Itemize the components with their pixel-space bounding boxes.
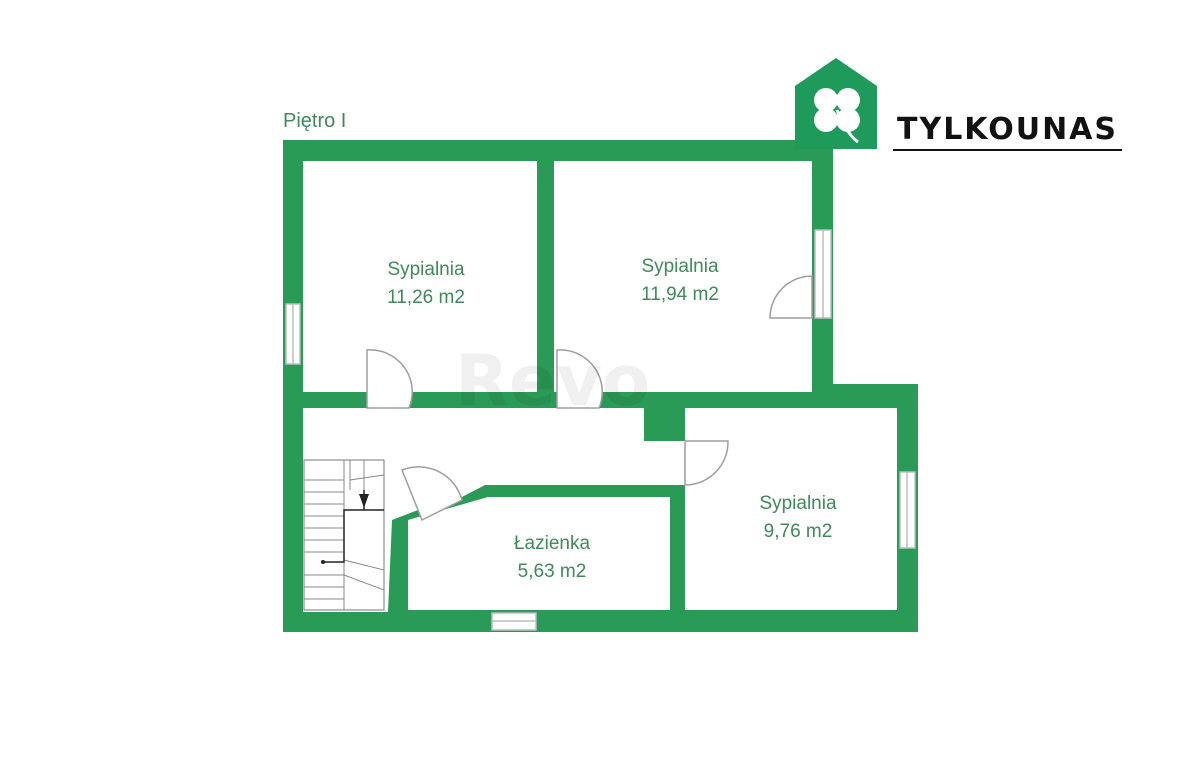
room-bathroom-floor bbox=[408, 497, 670, 610]
room-interiors bbox=[303, 161, 897, 612]
room-name: Łazienka bbox=[513, 533, 591, 554]
door-bedroom-1 bbox=[366, 349, 413, 409]
door-bedroom-2-balcony bbox=[769, 275, 813, 319]
room-area: 11,26 m2 bbox=[387, 287, 465, 308]
floor-label: Piętro I bbox=[283, 110, 347, 132]
clover-house-icon bbox=[795, 58, 877, 149]
room-area: 9,76 m2 bbox=[763, 521, 833, 542]
door-bathroom bbox=[401, 466, 463, 522]
room-name: Sypialnia bbox=[759, 493, 837, 514]
room-name: Sypialnia bbox=[641, 256, 719, 277]
room-bedroom-2: Sypialnia 11,94 m2 bbox=[580, 253, 780, 309]
door-bedroom-2 bbox=[556, 349, 603, 409]
room-name: Sypialnia bbox=[387, 259, 465, 280]
watermark: Revo bbox=[455, 340, 651, 422]
stair-arrow-icon bbox=[359, 494, 369, 508]
windows bbox=[285, 229, 916, 631]
room-bedroom-2-floor bbox=[554, 161, 812, 392]
room-area: 5,63 m2 bbox=[517, 561, 587, 582]
room-bathroom: Łazienka 5,63 m2 bbox=[452, 530, 652, 586]
brand-name: TYLKOUNAS bbox=[893, 112, 1122, 151]
room-bedroom-1-floor bbox=[303, 161, 537, 392]
corridor-floor bbox=[303, 408, 685, 612]
doors bbox=[366, 275, 813, 522]
room-bedroom-1: Sypialnia 11,26 m2 bbox=[326, 256, 526, 312]
door-bedroom-3 bbox=[684, 440, 729, 486]
room-bedroom-3: Sypialnia 9,76 m2 bbox=[698, 490, 898, 546]
room-area: 11,94 m2 bbox=[641, 284, 719, 305]
staircase bbox=[303, 459, 385, 611]
